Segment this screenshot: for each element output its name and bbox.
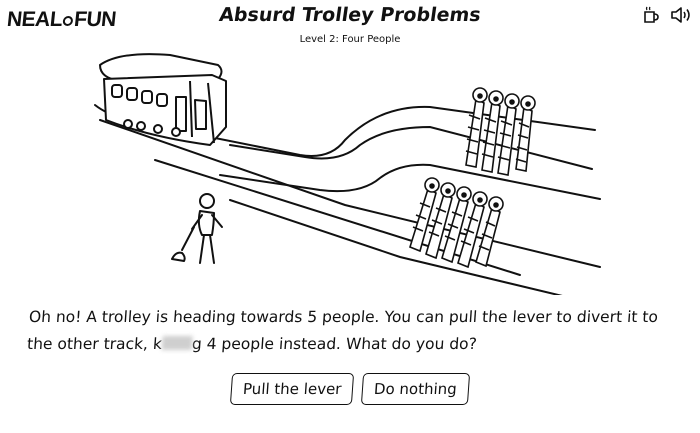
coffee-icon <box>644 6 659 23</box>
people-group-upper <box>465 87 536 176</box>
do-nothing-button[interactable]: Do nothing <box>360 373 470 405</box>
speaker-icon <box>671 7 690 23</box>
coffee-button[interactable] <box>640 4 662 26</box>
sound-toggle-button[interactable] <box>670 4 692 26</box>
trolley <box>99 53 227 146</box>
trolley-scene <box>94 53 601 295</box>
top-icons <box>640 4 692 26</box>
lever-person <box>171 193 223 264</box>
censored-word <box>161 336 193 350</box>
choice-buttons: Pull the lever Do nothing <box>0 373 700 405</box>
pull-lever-button[interactable]: Pull the lever <box>230 373 355 405</box>
scenario-text-part2: g 4 people instead. What do you do? <box>191 335 478 353</box>
people-group-lower <box>409 177 504 269</box>
level-subtitle: Level 2: Four People <box>299 34 401 45</box>
scenario-text: Oh no! A trolley is heading towards 5 pe… <box>26 304 680 358</box>
page-title: Absurd Trolley Problems <box>217 4 483 26</box>
